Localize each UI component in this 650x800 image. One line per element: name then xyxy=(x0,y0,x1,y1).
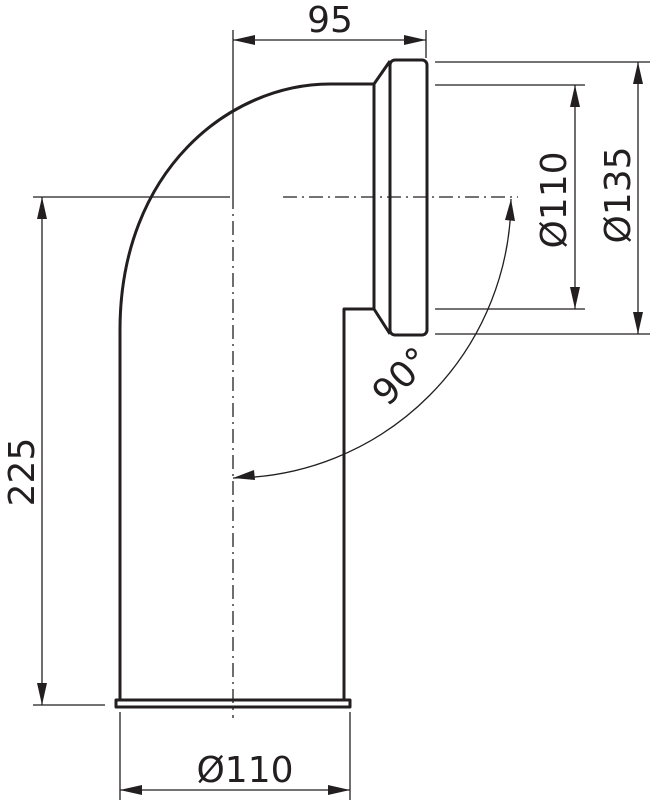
outlet-outer-diameter-label: Ø135 xyxy=(598,146,639,243)
dimension-95-label: 95 xyxy=(307,0,353,41)
inlet-diameter-label: Ø110 xyxy=(196,750,293,791)
dimension-95: 95 xyxy=(232,0,427,195)
dimension-outlet-inner: Ø110 xyxy=(435,84,585,310)
angle-label: 90° xyxy=(365,340,439,414)
dimension-outlet-outer: Ø135 xyxy=(435,61,650,335)
dimension-inlet: Ø110 xyxy=(119,712,351,800)
dimension-225: 225 xyxy=(2,196,230,706)
outlet-inner-diameter-label: Ø110 xyxy=(534,151,575,248)
height-label: 225 xyxy=(2,438,43,507)
